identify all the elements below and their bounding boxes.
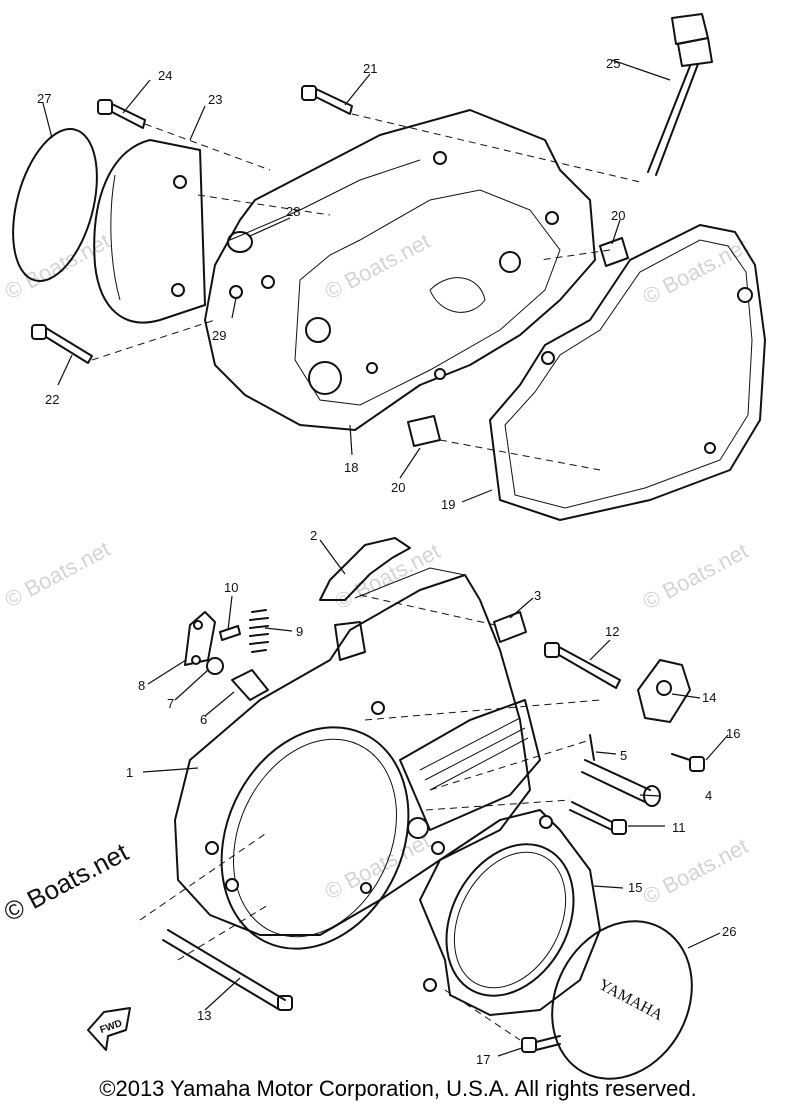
callout-9: 9 bbox=[296, 624, 303, 639]
callout-2: 2 bbox=[310, 528, 317, 543]
callout-leaders bbox=[42, 59, 729, 1057]
callout-5: 5 bbox=[620, 748, 627, 763]
callout-16: 16 bbox=[726, 726, 740, 741]
callout-8: 8 bbox=[138, 678, 145, 693]
copyright-notice: ©2013 Yamaha Motor Corporation, U.S.A. A… bbox=[99, 1076, 697, 1101]
callout-20: 20 bbox=[611, 208, 625, 223]
watermark: © Boats.net bbox=[639, 538, 753, 614]
clip-part bbox=[319, 537, 411, 601]
bolt-part bbox=[97, 99, 146, 129]
callout-1: 1 bbox=[126, 765, 133, 780]
callout-4: 4 bbox=[705, 788, 712, 803]
callout-29: 29 bbox=[212, 328, 226, 343]
watermark: © Boats.net bbox=[639, 833, 753, 909]
watermark-large: © Boats.net bbox=[0, 836, 134, 927]
watermark: © Boats.net bbox=[1, 536, 115, 612]
callout-21: 21 bbox=[363, 61, 377, 76]
outer-cover-part bbox=[419, 809, 601, 1016]
forward-arrow-icon: FWD bbox=[87, 1007, 131, 1051]
callout-12: 12 bbox=[605, 624, 619, 639]
callout-17: 17 bbox=[476, 1052, 490, 1067]
callout-27: 27 bbox=[37, 91, 51, 106]
alignment-lines bbox=[91, 113, 641, 471]
spring-part bbox=[249, 609, 269, 653]
o-ring-part bbox=[12, 128, 98, 282]
callout-18: 18 bbox=[344, 460, 358, 475]
watermark-layer: © Boats.net © Boats.net © Boats.net © Bo… bbox=[0, 228, 752, 927]
callout-numbers: 27 24 23 21 25 28 29 20 22 18 20 19 2 3 … bbox=[37, 56, 740, 1067]
bolt-part bbox=[162, 929, 293, 1011]
fwd-label: FWD bbox=[99, 1018, 124, 1036]
alignment-lines bbox=[139, 594, 601, 1041]
watermark: © Boats.net bbox=[639, 233, 753, 309]
bracket-part bbox=[184, 611, 216, 666]
dipstick-part bbox=[647, 13, 713, 176]
bolt-part bbox=[569, 801, 627, 835]
pin-part bbox=[219, 625, 241, 641]
pin-part bbox=[493, 611, 527, 643]
callout-28: 28 bbox=[286, 204, 300, 219]
callout-7: 7 bbox=[167, 696, 174, 711]
badge-logo: YAMAHA bbox=[596, 976, 666, 1024]
washer-part bbox=[206, 657, 224, 675]
callout-24: 24 bbox=[158, 68, 172, 83]
fitting-part bbox=[231, 669, 269, 701]
callout-11: 11 bbox=[672, 820, 686, 835]
callout-13: 13 bbox=[197, 1008, 211, 1023]
bolt-part bbox=[521, 1035, 561, 1053]
callout-3: 3 bbox=[534, 588, 541, 603]
bolt-part bbox=[301, 85, 353, 115]
callout-22: 22 bbox=[45, 392, 59, 407]
watermark: © Boats.net bbox=[331, 538, 445, 614]
callout-23: 23 bbox=[208, 92, 222, 107]
dowel-pin-part bbox=[407, 415, 441, 447]
watermark: © Boats.net bbox=[321, 828, 435, 904]
callout-14: 14 bbox=[702, 690, 716, 705]
callout-10: 10 bbox=[224, 580, 238, 595]
screw-part bbox=[671, 753, 705, 772]
nut-part bbox=[229, 285, 243, 299]
dowel-pin-part bbox=[599, 237, 629, 267]
callout-20: 20 bbox=[391, 480, 405, 495]
callout-19: 19 bbox=[441, 497, 455, 512]
side-cover-part bbox=[174, 567, 541, 950]
callout-6: 6 bbox=[200, 712, 207, 727]
small-cover-part bbox=[93, 139, 206, 324]
cap-part bbox=[637, 659, 691, 723]
callout-25: 25 bbox=[606, 56, 620, 71]
watermark: © Boats.net bbox=[1, 228, 115, 304]
watermark: © Boats.net bbox=[321, 228, 435, 304]
bolt-part bbox=[31, 324, 93, 364]
bolt-part bbox=[544, 642, 621, 689]
plug-part bbox=[227, 231, 253, 253]
pin-part bbox=[589, 734, 595, 761]
shaft-part bbox=[581, 759, 661, 807]
crankcase-cover-part bbox=[204, 109, 596, 431]
callout-26: 26 bbox=[722, 924, 736, 939]
callout-15: 15 bbox=[628, 880, 642, 895]
gasket-part bbox=[489, 224, 766, 521]
